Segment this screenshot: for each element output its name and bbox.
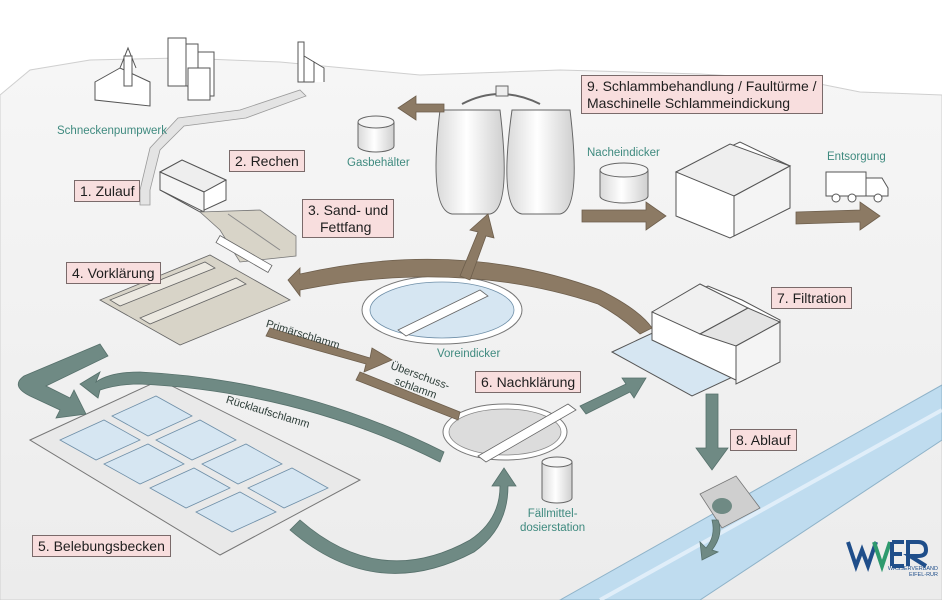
label-faellmittel: Fällmittel- dosierstation [520, 507, 585, 535]
logo-subtitle-line-2: EIFEL-RUR [908, 572, 938, 578]
truck-icon [825, 171, 889, 203]
filtration-building [610, 283, 782, 397]
arrow-ueberschussschlamm [355, 371, 461, 421]
step-2-rechen: 2. Rechen [229, 150, 305, 172]
post-thickener [599, 162, 649, 204]
label-voreindicker: Voreindicker [437, 348, 501, 360]
river [558, 384, 942, 600]
digesters [435, 85, 575, 215]
step-8-ablauf: 8. Ablauf [730, 429, 797, 451]
arrow-to-belebung [17, 343, 109, 419]
step-9-schlammbehandlung: 9. Schlammbehandlung / Faultürme / Masch… [581, 75, 823, 114]
dewatering-building [674, 141, 792, 239]
rechen-building [158, 159, 228, 213]
wver-logo [846, 540, 929, 573]
step-5-belebungsbecken: 5. Belebungsbecken [32, 535, 171, 557]
sand-grease-trap [198, 209, 297, 263]
activation-basins [28, 379, 362, 556]
precipitant-tank [541, 456, 573, 504]
arrow-to-nachklaerung [289, 467, 517, 574]
arrow-to-gasholder [397, 95, 445, 121]
logo-subtitle: WASSERVERBAND EIFEL-RUR [886, 566, 938, 578]
pre-thickener [361, 275, 523, 345]
step-6-nachklaerung: 6. Nachklärung [475, 371, 582, 393]
label-schneckenpumpwerk: Schneckenpumpwerk [57, 125, 167, 137]
label-faellmittel-line-2: dosierstation [520, 522, 586, 534]
step-4-vorklaerung: 4. Vorklärung [66, 262, 161, 284]
label-faellmittel-line-1: Fällmittel- [527, 508, 578, 520]
step-1-zulauf: 1. Zulauf [74, 180, 141, 202]
secondary-clarifier [442, 403, 577, 463]
step-7-filtration: 7. Filtration [771, 287, 853, 309]
arrow-to-digesters [459, 213, 495, 281]
arrow-into-river [699, 519, 721, 561]
water-arrows [17, 343, 729, 574]
arrow-to-filtration [579, 377, 647, 415]
step-3-sand-fettfang: 3. Sand- und Fettfang [302, 199, 395, 238]
logo-subtitle-line-1: WASSERVERBAND [887, 566, 938, 572]
label-nacheindicker: Nacheindicker [587, 147, 660, 159]
step-9-line-2: Maschinelle Schlammeindickung [587, 95, 791, 111]
arrow-to-nacheindicker [581, 201, 667, 231]
outfall-structure [699, 475, 761, 529]
step-9-line-1: 9. Schlammbehandlung / Faultürme / [587, 78, 817, 94]
primary-clarifier [99, 234, 291, 346]
step-3-line-2: Fettfang [320, 219, 372, 235]
label-entsorgung: Entsorgung [827, 151, 886, 163]
sludge-arrows [265, 95, 881, 421]
step-3-line-1: 3. Sand- und [308, 202, 389, 218]
town-buildings [94, 37, 325, 107]
arrow-to-vorklaerung [287, 258, 653, 335]
arrow-primaerschlamm [265, 327, 393, 373]
arrow-to-ablauf [695, 393, 729, 471]
arrow-ruecklaufschlamm [79, 371, 445, 463]
label-gasbehaelter: Gasbehälter [347, 157, 410, 169]
gas-holder [357, 115, 395, 153]
arrow-to-entsorgung [795, 201, 881, 231]
